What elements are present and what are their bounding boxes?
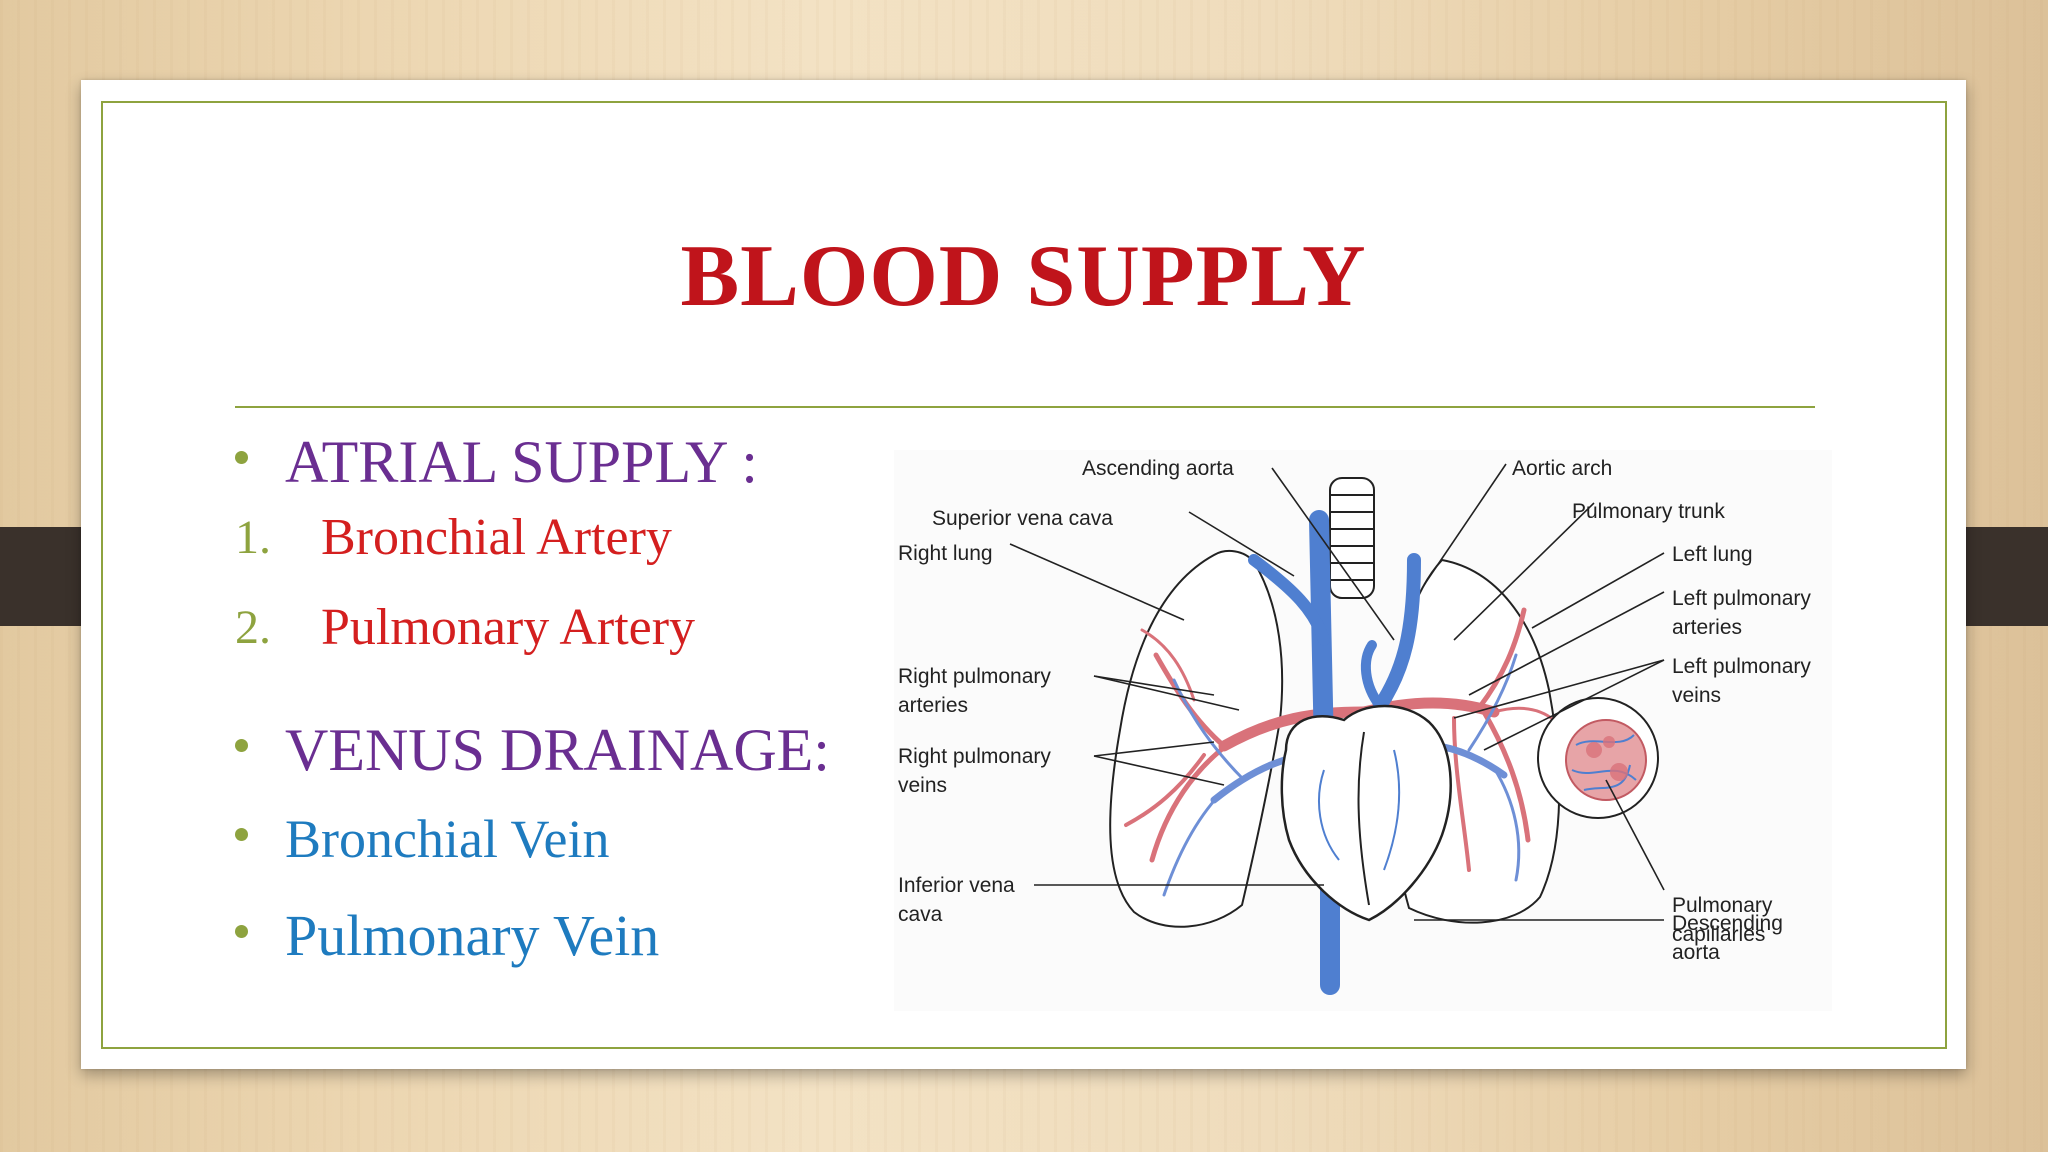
label-left-pulmonary-arteries-1: Left pulmonary (1672, 587, 1811, 610)
title-divider (235, 406, 1815, 408)
trachea-rings (1329, 477, 1375, 599)
list-item-label: ATRIAL SUPPLY : (285, 429, 758, 495)
list-number: 2. (235, 601, 271, 654)
list-item-label: Pulmonary Vein (285, 903, 660, 968)
label-left-pulmonary-veins-2: veins (1672, 684, 1721, 707)
list-number: 1. (235, 511, 271, 564)
label-left-pulmonary-arteries-2: arteries (1672, 616, 1742, 639)
label-right-pulmonary-veins-1: Right pulmonary (898, 745, 1051, 768)
label-right-lung: Right lung (898, 542, 993, 565)
label-pulmonary-capillaries-1: Pulmonary (1672, 894, 1773, 917)
bullet-dot-icon (235, 828, 248, 841)
slide-card: BLOOD SUPPLY ATRIAL SUPPLY : 1. Bronchia… (81, 80, 1966, 1069)
label-ascending-aorta: Ascending aorta (1082, 457, 1234, 480)
aorta (1360, 553, 1421, 713)
label-inferior-vena-cava-1: Inferior vena (898, 874, 1015, 897)
bullet-dot-icon (235, 925, 248, 938)
bullet-dot-icon (235, 739, 248, 752)
label-right-pulmonary-arteries-1: Right pulmonary (898, 665, 1051, 688)
heart-septum (1357, 731, 1370, 906)
pulmonary-circulation-diagram: Ascending aorta Aortic arch Superior ven… (894, 450, 1832, 1011)
label-descending-aorta-2: aorta (1672, 941, 1720, 964)
label-left-lung: Left lung (1672, 543, 1753, 566)
right-lung-outline (1109, 549, 1284, 928)
slide-title: BLOOD SUPPLY (680, 228, 1367, 325)
label-left-pulmonary-veins-1: Left pulmonary (1672, 655, 1811, 678)
label-right-pulmonary-veins-2: veins (898, 774, 947, 797)
circulation-illustration: Ascending aorta Aortic arch Superior ven… (894, 450, 1832, 1011)
label-inferior-vena-cava-2: cava (898, 903, 943, 926)
bullet-dot-icon (235, 451, 248, 464)
label-right-pulmonary-arteries-2: arteries (898, 694, 968, 717)
label-leader-lines (1009, 463, 1665, 921)
list-item-label: VENUS DRAINAGE: (285, 717, 830, 783)
list-item-label: Bronchial Vein (285, 809, 610, 869)
diagram-labels: Ascending aorta Aortic arch Superior ven… (898, 457, 1811, 964)
label-descending-aorta-1: Descending (1672, 912, 1783, 935)
pulmonary-capillaries-inset (1537, 697, 1659, 819)
label-pulmonary-capillaries-2: capillaries (1672, 923, 1765, 946)
label-aortic-arch: Aortic arch (1512, 457, 1612, 480)
slide-frame-border (101, 101, 1947, 1049)
list-item-label: Bronchial Artery (321, 509, 672, 566)
heart-interior (1318, 749, 1401, 871)
heart-outline (1280, 704, 1452, 922)
label-superior-vena-cava: Superior vena cava (932, 507, 1113, 530)
label-pulmonary-trunk: Pulmonary trunk (1572, 500, 1725, 523)
list-item-label: Pulmonary Artery (321, 599, 696, 656)
